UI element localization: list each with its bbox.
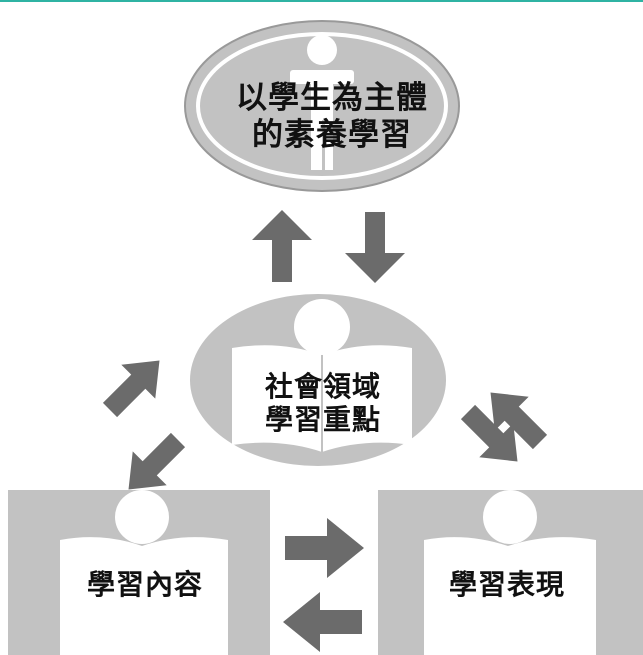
center-node	[190, 294, 446, 466]
right-arrow-icon	[285, 518, 364, 578]
top-node-label-line1: 以學生為主體	[236, 80, 428, 116]
right-up-arrow-icon	[490, 392, 548, 450]
top-node-label: 以學生為主體 的素養學習	[216, 80, 448, 153]
center-node-label-line2: 學習重點	[264, 403, 381, 437]
down-arrow-icon	[345, 212, 405, 283]
left-person-head-icon	[115, 490, 169, 544]
right-book-icon	[424, 537, 596, 655]
center-node-label-line1: 社會領域	[264, 370, 381, 403]
right-node	[378, 490, 643, 655]
left-node-label: 學習內容	[86, 568, 203, 601]
top-node-inner-ring	[196, 32, 448, 180]
top-accent-line	[0, 0, 643, 2]
center-person-head-icon	[294, 299, 350, 355]
right-node-label: 學習表現	[448, 568, 565, 601]
top-node-label-line2: 的素養學習	[252, 116, 412, 153]
center-node-label: 社會領域 學習重點	[238, 370, 408, 436]
right-person-head-icon	[483, 490, 537, 544]
up-arrow-icon	[252, 210, 312, 282]
person-icon	[290, 35, 354, 170]
top-node	[184, 20, 460, 192]
right-down-arrow-icon	[460, 404, 518, 462]
left-arrow-icon	[283, 592, 362, 652]
left-up-arrow-icon	[102, 360, 160, 418]
left-book-icon	[60, 537, 228, 655]
left-down-arrow-icon	[128, 432, 186, 490]
left-node	[8, 490, 270, 655]
